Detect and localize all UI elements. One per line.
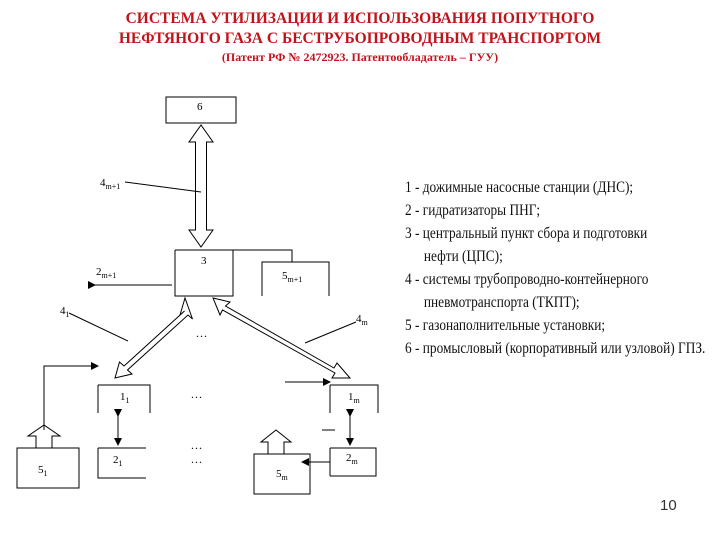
legend-item-6: 6 - промысловый (корпоративный или узлов… xyxy=(405,340,706,357)
legend-item-1: 1 - дожимные насосные станции (ДНС); xyxy=(405,179,634,196)
legend-item-3-cont: нефти (ЦПС); xyxy=(423,248,503,265)
transport-arrow-41 xyxy=(114,296,193,379)
box-2-1 xyxy=(97,447,146,479)
node-5-1-label: 51 xyxy=(38,464,48,479)
title-line-1: СИСТЕМА УТИЛИЗАЦИИ И ИСПОЛЬЗОВАНИЯ ПОПУТ… xyxy=(125,10,595,27)
legend-item-4-cont: пневмотранспорта (ТКПТ); xyxy=(423,294,580,311)
box-5-m xyxy=(253,453,311,495)
node-1-1-label: 11 xyxy=(120,391,130,406)
ellipsis-dots: ... xyxy=(196,326,208,340)
legend: 1 - дожимные насосные станции (ДНС); 2 -… xyxy=(405,176,706,360)
legend-item-3: 3 - центральный пункт сбора и подготовки xyxy=(405,225,648,242)
ellipsis-dots: ... xyxy=(191,387,203,401)
page-number: 10 xyxy=(660,497,677,514)
ellipsis-dots: ... xyxy=(191,452,203,466)
legend-item-5: 5 - газонаполнительные установки; xyxy=(405,317,606,334)
legend-item-2: 2 - гидратизаторы ПНГ; xyxy=(405,202,541,219)
node-3-label: 3 xyxy=(201,255,207,267)
node-5m1-label: 5m+1 xyxy=(282,270,303,285)
transport-arrow-4m xyxy=(212,297,352,379)
label-41: 41 xyxy=(60,305,70,320)
node-2-1-label: 21 xyxy=(113,454,123,469)
ellipsis-dots: ... xyxy=(191,438,203,452)
title-line-2: НЕФТЯНОГО ГАЗА С БЕСТРУБОПРОВОДНЫМ ТРАНС… xyxy=(118,30,602,47)
label-2m1: 2m+1 xyxy=(96,266,117,281)
box-3-cps xyxy=(174,250,234,297)
node-6-label: 6 xyxy=(197,101,203,113)
box-2-m xyxy=(330,447,377,477)
transport-arrow-4m1 xyxy=(188,124,214,248)
box-6-gpz xyxy=(165,96,237,124)
box-5-1 xyxy=(16,447,80,489)
node-1-m-label: 1m xyxy=(348,391,360,406)
node-5-m-label: 5m xyxy=(276,468,288,483)
box-1-m-dns xyxy=(329,384,379,413)
label-4m1: 4m+1 xyxy=(100,177,121,192)
node-2-m-label: 2m xyxy=(346,452,358,467)
title-line-3: (Патент РФ № 2472923. Патентообладатель … xyxy=(221,50,499,64)
label-4m: 4m xyxy=(356,313,368,328)
box-5m1 xyxy=(261,261,330,296)
legend-item-4: 4 - системы трубопроводно-контейнерного xyxy=(405,271,649,288)
box-1-1-dns xyxy=(97,384,151,413)
